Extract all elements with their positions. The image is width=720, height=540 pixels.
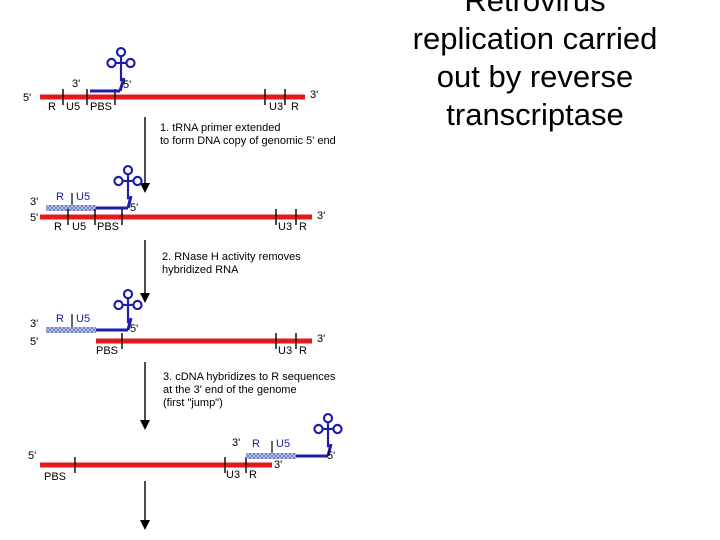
- region-R-label: R: [48, 101, 56, 113]
- cdna-R-label: R: [56, 191, 64, 203]
- region-PBS-label: PBS: [97, 221, 119, 233]
- trna-icon: [113, 164, 143, 201]
- primer-three-prime-label: 3': [72, 78, 80, 90]
- region-R-label: R: [299, 345, 307, 357]
- region-U5-label: U5: [72, 221, 86, 233]
- title-line: Retrovirus: [464, 0, 606, 18]
- region-R-label: R: [291, 101, 299, 113]
- slide-title: Retrovirus replication carried out by re…: [380, 0, 690, 134]
- step-3-line-3: (first "jump"): [163, 397, 223, 409]
- region-PBS-label: PBS: [96, 345, 118, 357]
- cdna-hybrid: [46, 205, 96, 211]
- trna-icon: [106, 46, 136, 83]
- region-U5-label: U5: [66, 101, 80, 113]
- cdna-three-prime-label: 3': [30, 318, 38, 330]
- panel-1: 5' 3' 5' R U5 PBS U3 R 3': [23, 46, 318, 113]
- region-U3-label: U3: [278, 345, 292, 357]
- primer-five-prime-label: 5': [130, 202, 138, 214]
- panel-4: 5' PBS 3' R U5 5' U3 R 3': [28, 412, 343, 483]
- five-prime-label: 5': [30, 336, 38, 348]
- region-R-label: R: [249, 469, 257, 481]
- three-prime-label: 3': [317, 333, 325, 345]
- arrow-head: [140, 183, 150, 193]
- five-prime-label: 5': [23, 92, 31, 104]
- arrow-head: [140, 520, 150, 530]
- primer-five-prime-label: 5': [123, 79, 131, 91]
- step-1-line-1: 1. tRNA primer extended: [160, 122, 280, 134]
- step-2-line-2: hybridized RNA: [162, 264, 239, 276]
- rna-three-prime-label: 3': [274, 459, 282, 471]
- title-line: transcriptase: [446, 97, 624, 132]
- three-prime-label: 3': [317, 210, 325, 222]
- trna-primer: [90, 46, 136, 93]
- cdna-R-label: R: [56, 313, 64, 325]
- region-PBS-label: PBS: [44, 471, 66, 483]
- step-1-line-2: to form DNA copy of genomic 5' end: [160, 135, 336, 147]
- five-prime-label: 5': [30, 212, 38, 224]
- title-line: out by reverse: [436, 59, 634, 94]
- five-prime-label: 5': [28, 450, 36, 462]
- cdna-ssDNA: [46, 327, 96, 333]
- region-R-label: R: [54, 221, 62, 233]
- region-U3-label: U3: [269, 101, 283, 113]
- cdna-U5-label: U5: [76, 313, 90, 325]
- region-PBS-label: PBS: [90, 101, 112, 113]
- cdna-three-prime-label: 3': [232, 437, 240, 449]
- step-3-line-1: 3. cDNA hybridizes to R sequences: [163, 371, 336, 383]
- primer-five-prime-label: 5': [130, 323, 138, 335]
- title-line: replication carried: [412, 21, 658, 56]
- primer-five-prime-label: 5': [327, 450, 335, 462]
- cdna-three-prime-label: 3': [30, 196, 38, 208]
- cdna-U5-label: U5: [76, 191, 90, 203]
- panel-3: 3' 5' R U5 5' PBS U3 R 3': [30, 288, 325, 357]
- cdna-hybrid: [246, 453, 296, 459]
- arrow-head: [140, 293, 150, 303]
- cdna-U5-label: U5: [276, 438, 290, 450]
- region-U3-label: U3: [226, 469, 240, 481]
- trna-icon: [313, 412, 343, 449]
- arrow-head: [140, 420, 150, 430]
- panel-2: 3' 5' R U5 5' R U5 PBS U3 R 3': [30, 164, 325, 233]
- region-U3-label: U3: [278, 221, 292, 233]
- cdna-R-label: R: [252, 438, 260, 450]
- step-2-line-1: 2. RNase H activity removes: [162, 251, 301, 263]
- region-R-label: R: [299, 221, 307, 233]
- three-prime-label: 3': [310, 89, 318, 101]
- step-3-line-2: at the 3' end of the genome: [163, 384, 297, 396]
- trna-icon: [113, 288, 143, 325]
